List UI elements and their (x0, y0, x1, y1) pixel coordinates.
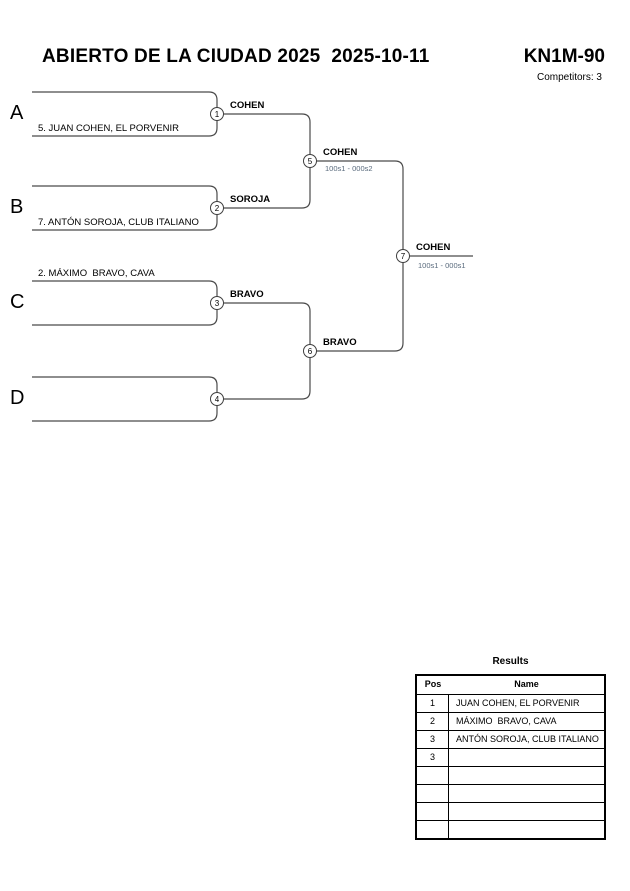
match-node-1: 1 (210, 107, 224, 121)
competitor-name-a: 5. JUAN COHEN, EL PORVENIR (38, 123, 179, 134)
match-node-6: 6 (303, 344, 317, 358)
result-pos: 3 (417, 749, 449, 766)
match-node-5: 5 (303, 154, 317, 168)
section-letter-a: A (10, 102, 24, 124)
results-row (417, 785, 604, 803)
match-3-winner: BRAVO (230, 289, 264, 300)
results-row (417, 803, 604, 821)
match-1-winner: COHEN (230, 100, 265, 111)
connector-56-to-7 (310, 160, 404, 352)
category-code: KN1M-90 (523, 46, 605, 67)
result-name (449, 749, 604, 766)
results-table: Pos Name 1 JUAN COHEN, EL PORVENIR 2 MÁX… (415, 674, 606, 840)
result-pos: 2 (417, 713, 449, 730)
result-name: JUAN COHEN, EL PORVENIR (456, 698, 580, 708)
match-node-3: 3 (210, 296, 224, 310)
match-7-winner: COHEN (416, 242, 451, 253)
competitors-count: Competitors: 3 (536, 72, 602, 83)
results-header-pos: Pos (424, 679, 442, 689)
match-7-score: 100s1 - 000s1 (418, 261, 466, 270)
connector-cd-to-6 (217, 302, 311, 400)
result-pos (417, 821, 449, 838)
bracket-lines (32, 91, 473, 422)
results-row: 3 (417, 749, 604, 767)
result-name (449, 821, 604, 838)
competitor-name-c: 2. MÁXIMO BRAVO, CAVA (38, 268, 155, 279)
match-node-4: 4 (210, 392, 224, 406)
match-2-winner: SOROJA (230, 194, 271, 205)
result-pos (417, 803, 449, 820)
section-letter-c: C (10, 291, 25, 313)
result-pos: 3 (417, 731, 449, 748)
results-title: Results (492, 656, 529, 667)
result-name: MÁXIMO BRAVO, CAVA (456, 716, 557, 726)
bracket-c-outline (32, 280, 218, 326)
match-5-score: 100s1 - 000s2 (325, 164, 373, 173)
result-name (449, 803, 604, 820)
results-row (417, 821, 604, 838)
results-row: 2 MÁXIMO BRAVO, CAVA (417, 713, 604, 731)
result-pos: 1 (417, 695, 449, 712)
result-pos (417, 767, 449, 784)
result-name (449, 785, 604, 802)
match-5-winner: COHEN (323, 147, 358, 158)
section-letter-b: B (10, 196, 24, 218)
results-header-row: Pos Name (417, 676, 604, 695)
results-header-name: Name (514, 679, 539, 689)
match-node-7: 7 (396, 249, 410, 263)
result-pos (417, 785, 449, 802)
result-name (449, 767, 604, 784)
results-row: 1 JUAN COHEN, EL PORVENIR (417, 695, 604, 713)
results-row: 3 ANTÓN SOROJA, CLUB ITALIANO (417, 731, 604, 749)
competitor-name-b: 7. ANTÓN SOROJA, CLUB ITALIANO (38, 217, 199, 228)
match-6-winner: BRAVO (323, 337, 357, 348)
page-title: ABIERTO DE LA CIUDAD 2025 2025-10-11 (42, 46, 430, 67)
results-row (417, 767, 604, 785)
result-name: ANTÓN SOROJA, CLUB ITALIANO (456, 734, 599, 744)
bracket-d-outline (32, 376, 218, 422)
match-node-2: 2 (210, 201, 224, 215)
section-letter-d: D (10, 387, 25, 409)
